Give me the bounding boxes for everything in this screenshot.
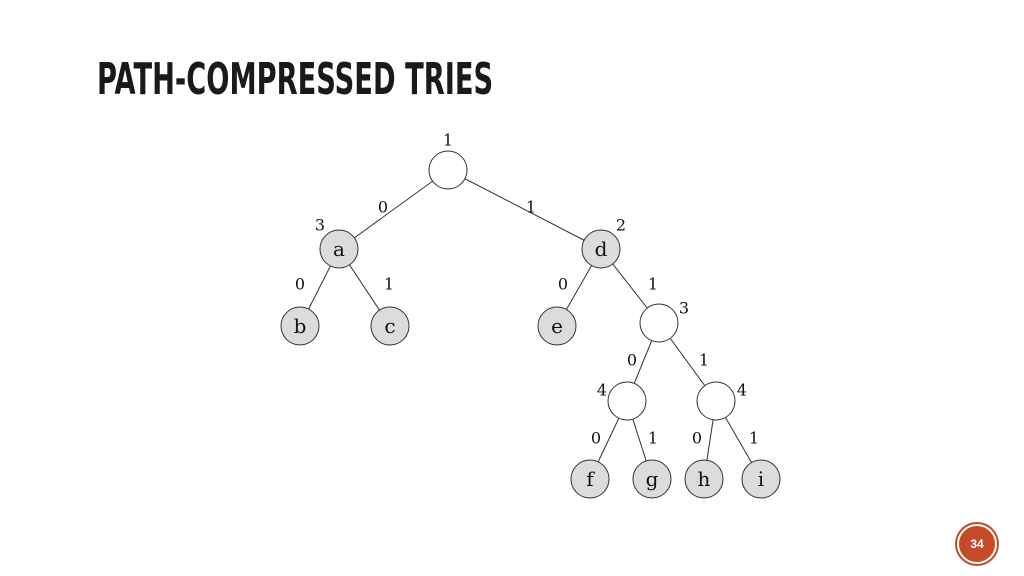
node-label-e: e — [551, 314, 563, 338]
node-i — [741, 459, 781, 499]
edge-label-root-d: 1 — [526, 198, 536, 217]
node-n3 — [639, 303, 679, 343]
node-f — [570, 459, 610, 499]
skip-label-root: 1 — [443, 131, 453, 150]
edge-label-root-a: 0 — [378, 198, 388, 217]
edge-label-a-b: 0 — [295, 275, 305, 294]
page-number-badge: 34 — [957, 524, 997, 564]
skip-label-n4b: 4 — [737, 381, 747, 400]
skip-label-n4a: 4 — [597, 381, 607, 400]
skip-label-a: 3 — [315, 216, 325, 235]
page-number: 34 — [970, 537, 984, 551]
node-label-h: h — [698, 467, 711, 491]
node-a — [319, 229, 359, 269]
edge-root-a — [338, 169, 449, 250]
node-b — [280, 306, 320, 346]
node-label-a: a — [333, 237, 345, 261]
node-label-d: d — [595, 237, 608, 261]
edge-label-d-e: 0 — [558, 275, 568, 294]
slide-title: PATH-COMPRESSED TRIES — [97, 54, 494, 105]
node-n4a — [607, 381, 647, 421]
node-c — [370, 306, 410, 346]
skip-label-d: 2 — [616, 216, 626, 235]
node-n4b — [696, 381, 736, 421]
node-h — [684, 459, 724, 499]
node-d — [581, 229, 621, 269]
edge-label-n4b-i: 1 — [749, 429, 759, 448]
edge-root-d — [447, 169, 602, 250]
edge-label-n4a-f: 0 — [591, 429, 601, 448]
edge-label-n3-n4a: 0 — [627, 351, 637, 370]
node-label-g: g — [646, 467, 659, 491]
node-label-f: f — [586, 467, 595, 491]
edge-label-d-n3: 1 — [648, 275, 658, 294]
node-label-b: b — [294, 314, 307, 338]
node-label-c: c — [384, 314, 395, 338]
node-label-i: i — [758, 467, 764, 491]
node-e — [537, 306, 577, 346]
skip-label-n3: 3 — [679, 299, 689, 318]
node-root — [428, 150, 468, 190]
edge-label-n3-n4b: 1 — [699, 351, 709, 370]
edge-label-n4b-h: 0 — [692, 429, 702, 448]
edge-label-a-c: 1 — [384, 275, 394, 294]
edge-label-n4a-g: 1 — [648, 429, 658, 448]
node-g — [632, 459, 672, 499]
